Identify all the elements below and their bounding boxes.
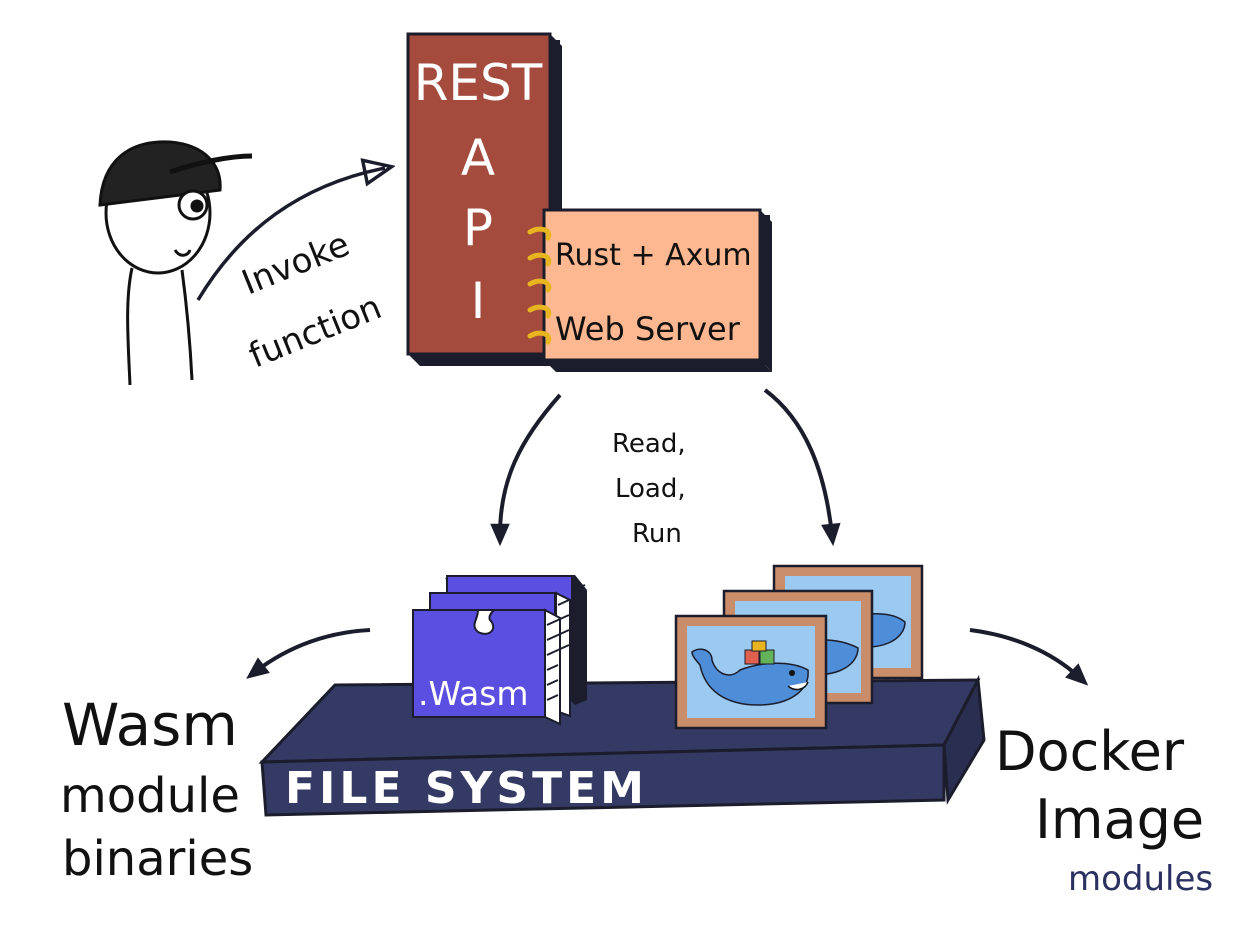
wasm-module-icon: .Wasm	[412, 575, 587, 726]
invoke-line-2: function	[243, 287, 387, 376]
docker-caption-line-1: Docker	[995, 720, 1185, 783]
arrow-to-wasm-caption	[246, 628, 371, 679]
spiral-binding-icon	[527, 226, 552, 345]
wasm-caption-line-2: module	[60, 768, 240, 824]
api-title: REST	[414, 54, 543, 112]
server-line-1: Rust + Axum	[555, 238, 752, 273]
wasm-caption-line-1: Wasm	[62, 691, 238, 759]
flow-line-3: Run	[632, 519, 682, 549]
docker-image-icon	[674, 564, 924, 730]
api-letter-i: I	[471, 272, 486, 330]
file-system-label: FILE SYSTEM	[285, 763, 648, 814]
rest-api-block	[406, 32, 562, 366]
person-icon	[98, 140, 253, 386]
wasm-block-label: .Wasm	[418, 674, 529, 713]
arrow-to-docker-caption	[969, 628, 1089, 686]
flow-line-1: Read,	[612, 429, 686, 459]
web-server-block	[527, 208, 772, 372]
invoke-line-1: Invoke	[236, 224, 355, 303]
wasm-caption-line-3: binaries	[62, 831, 253, 887]
docker-caption-line-3: modules	[1068, 859, 1213, 899]
api-letter-p: P	[463, 199, 493, 257]
docker-caption-line-2: Image	[1035, 788, 1204, 851]
arrow-to-wasm	[490, 393, 562, 547]
invoke-arrow	[196, 168, 385, 301]
docker-whale-icon	[691, 640, 809, 706]
server-line-2: Web Server	[555, 310, 741, 348]
flow-line-2: Load,	[615, 474, 686, 504]
api-letter-a: A	[461, 129, 495, 187]
arrow-to-docker	[763, 388, 841, 547]
